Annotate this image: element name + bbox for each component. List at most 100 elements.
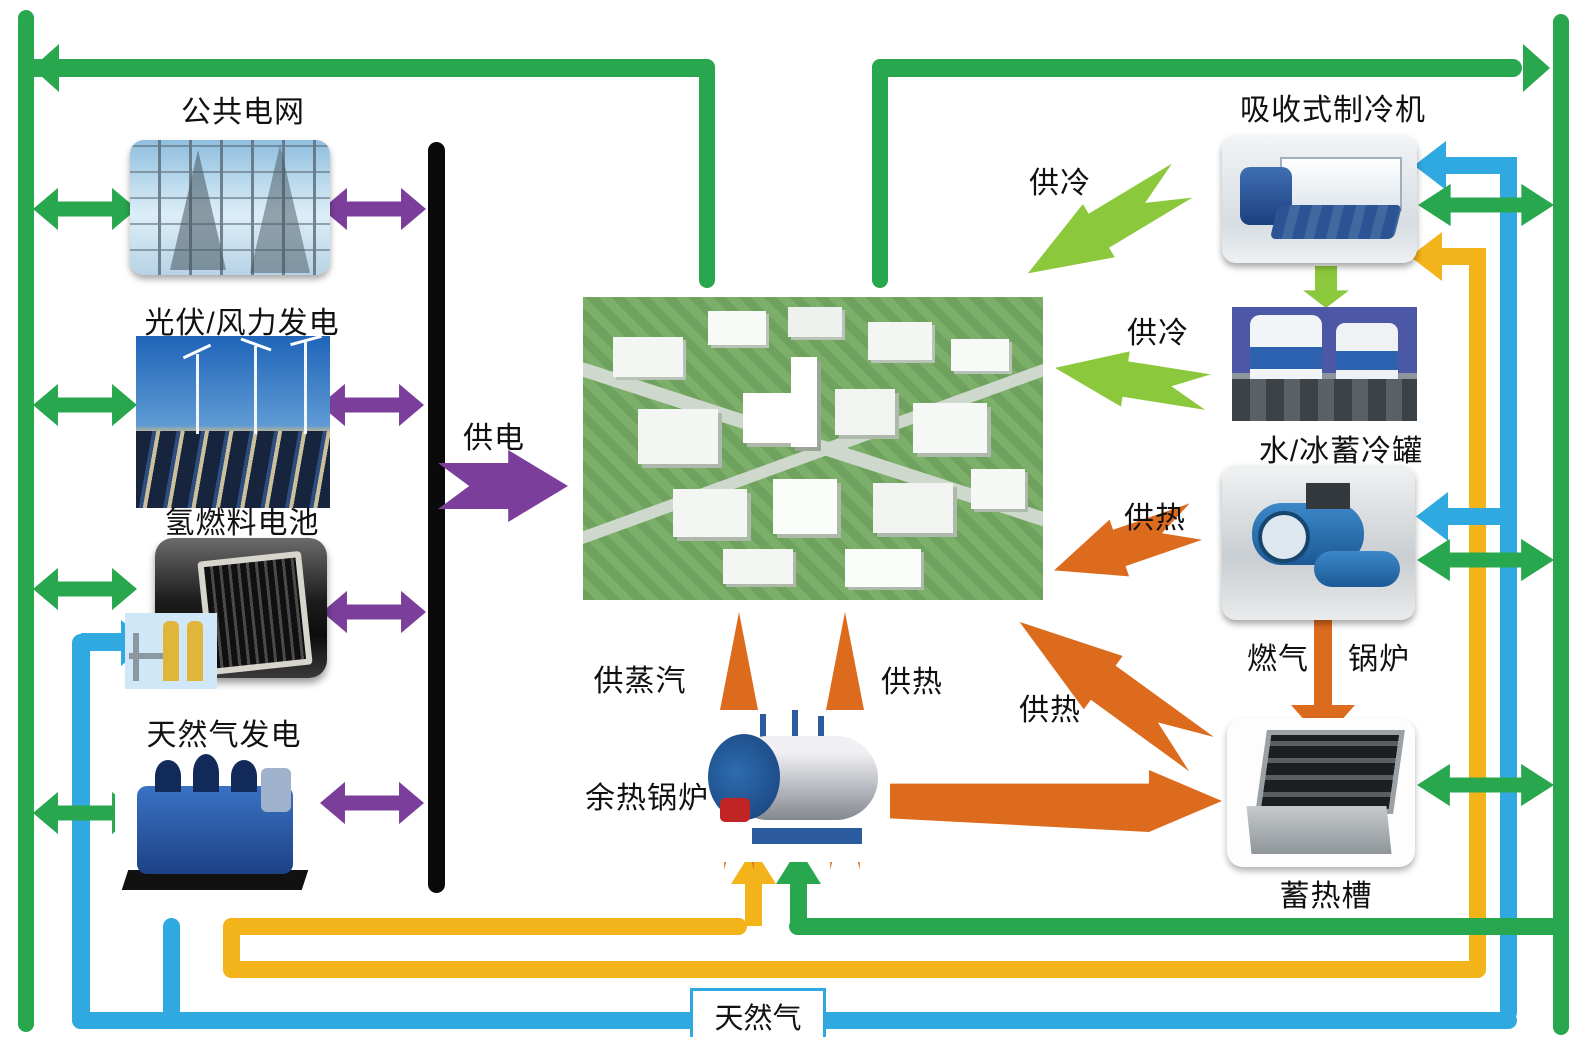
city-building-icon: [773, 479, 837, 534]
yellow-upper-bottom-line: [223, 918, 747, 935]
fuel-cell-label: 氢燃料电池: [164, 507, 320, 540]
cold-tank-band-icon: [1250, 347, 1322, 369]
public-grid-label: 公共电网: [181, 96, 305, 129]
natural-gas-label: 天然气: [714, 1002, 802, 1035]
black-bus-line: [428, 142, 445, 893]
pv-wind-label: 光伏/风力发电: [144, 307, 340, 340]
cold-storage-tank-photo: [1232, 307, 1417, 421]
city-building-icon: [708, 311, 766, 345]
blue-boiler-feed-arrowhead-icon: [1416, 492, 1448, 541]
heat-storage-base-icon: [1246, 806, 1392, 854]
whb-burner-icon: [720, 798, 750, 822]
h2-pipes-icon: [133, 633, 139, 681]
generator-purple-double-arrow-icon: [320, 781, 424, 825]
blue-left-vertical-line: [72, 634, 90, 1029]
gas-boiler-label-left: 燃气: [1247, 643, 1309, 676]
h2-tower-icon: [163, 621, 179, 681]
heat-storage-label: 蓄热槽: [1279, 880, 1373, 913]
pv-purple-double-arrow-icon: [320, 383, 424, 427]
pv-wind-photo: [136, 336, 330, 508]
cooling-supply-label-1: 供冷: [1029, 167, 1091, 200]
blue-generator-branch-line: [163, 918, 180, 1029]
city-building-icon: [638, 409, 718, 464]
whb-pipes-icon: [818, 716, 824, 740]
whb-pipes-icon: [792, 710, 798, 740]
h2-plant-photo: [125, 613, 217, 689]
grid-tower-icon: [250, 145, 310, 273]
generator-cylinder-icon: [193, 754, 219, 792]
green-top-left-line: [26, 59, 715, 77]
gas-boiler-photo: [1222, 465, 1415, 620]
heat-storage-grille-icon: [1255, 730, 1405, 814]
green-top-right-line: [872, 59, 1522, 77]
city-building-icon: [951, 339, 1009, 371]
whb-to-storage-arrow-icon: [890, 770, 1222, 832]
absorption-chiller-label: 吸收式制冷机: [1240, 94, 1426, 127]
blue-right-vertical-line: [1500, 158, 1517, 1021]
city-building-icon: [788, 307, 842, 337]
boiler-drum2-icon: [1314, 551, 1400, 587]
city-building-icon: [835, 389, 895, 435]
steam-supply-label: 供蒸汽: [593, 665, 687, 698]
green-bottom-line: [789, 918, 1561, 935]
power-supply-label: 供电: [463, 422, 525, 455]
pv-green-double-arrow-icon: [33, 383, 137, 427]
chiller-shell-icon: [1280, 157, 1402, 211]
city-building-icon: [613, 337, 683, 377]
cold-tank-band-icon: [1336, 351, 1398, 370]
power-supply-arrow-icon: [438, 450, 568, 522]
chiller-green-double-arrow-icon: [1418, 183, 1554, 227]
heat-supply-label-storage: 供热: [1019, 694, 1081, 727]
waste-heat-boiler-photo: [700, 710, 885, 862]
fuelcell-green-double-arrow-icon: [33, 567, 137, 611]
boiler-front-icon: [1258, 511, 1310, 563]
city-building-icon: [913, 403, 987, 453]
chiller-tubes-icon: [1269, 205, 1403, 239]
city-tower-icon: [791, 357, 817, 447]
yellow-chiller-feed-line: [1440, 248, 1486, 265]
green-top-left-arrowhead-icon: [32, 44, 59, 92]
natural-gas-source-box: 天然气: [690, 988, 826, 1037]
cooling-supply-label-2: 供冷: [1127, 317, 1189, 350]
grid-tower-icon: [170, 150, 226, 270]
city-building-icon: [723, 549, 793, 584]
city-building-icon: [873, 483, 953, 533]
waste-heat-boiler-label: 余热锅炉: [585, 782, 709, 815]
city-photo: [583, 297, 1043, 600]
city-building-icon: [673, 489, 747, 537]
green-right-vertical-line: [1553, 14, 1569, 1035]
heat-storage-photo: [1227, 718, 1415, 867]
green-left-vertical-line: [18, 10, 34, 1032]
heat-supply-label-boiler: 供热: [1124, 502, 1186, 535]
generator-cylinder-icon: [231, 760, 257, 792]
whb-pipes-icon: [760, 714, 766, 740]
public-grid-photo: [130, 140, 330, 275]
green-city-drop-left-line: [699, 59, 715, 288]
boiler-panel-icon: [1306, 483, 1350, 509]
cold-storage-tank-label: 水/冰蓄冷罐: [1258, 435, 1424, 468]
gas-boiler-label-right: 锅炉: [1348, 643, 1410, 676]
cooling-from-tank-arrow-icon: [1051, 340, 1213, 420]
city-building-icon: [971, 469, 1025, 509]
solar-panels-icon: [136, 431, 330, 508]
yellow-right-vertical-line: [1469, 248, 1486, 978]
gasboiler-to-storage-line: [1314, 615, 1332, 711]
generator-cylinder-icon: [155, 760, 181, 792]
yellow-lower-bottom-line: [223, 961, 1486, 978]
gas-generator-photo: [115, 738, 315, 900]
cold-tank-building-icon: [1232, 379, 1417, 421]
blue-h2-feed-line: [81, 633, 127, 651]
absorption-chiller-photo: [1222, 135, 1417, 263]
whb-base-icon: [752, 828, 862, 844]
wind-turbine-icon: [304, 342, 307, 434]
blue-chiller-feed-line: [1444, 157, 1517, 174]
h2-tower-icon: [187, 621, 203, 681]
chiller-to-tank-arrow-icon: [1303, 266, 1349, 308]
wind-turbine-icon: [196, 354, 199, 434]
grid-green-double-arrow-icon: [33, 187, 137, 231]
h2-pipes-icon: [129, 653, 163, 659]
grid-purple-double-arrow-icon: [322, 187, 426, 231]
city-building-icon: [868, 322, 932, 360]
fuelcell-purple-double-arrow-icon: [322, 590, 426, 634]
